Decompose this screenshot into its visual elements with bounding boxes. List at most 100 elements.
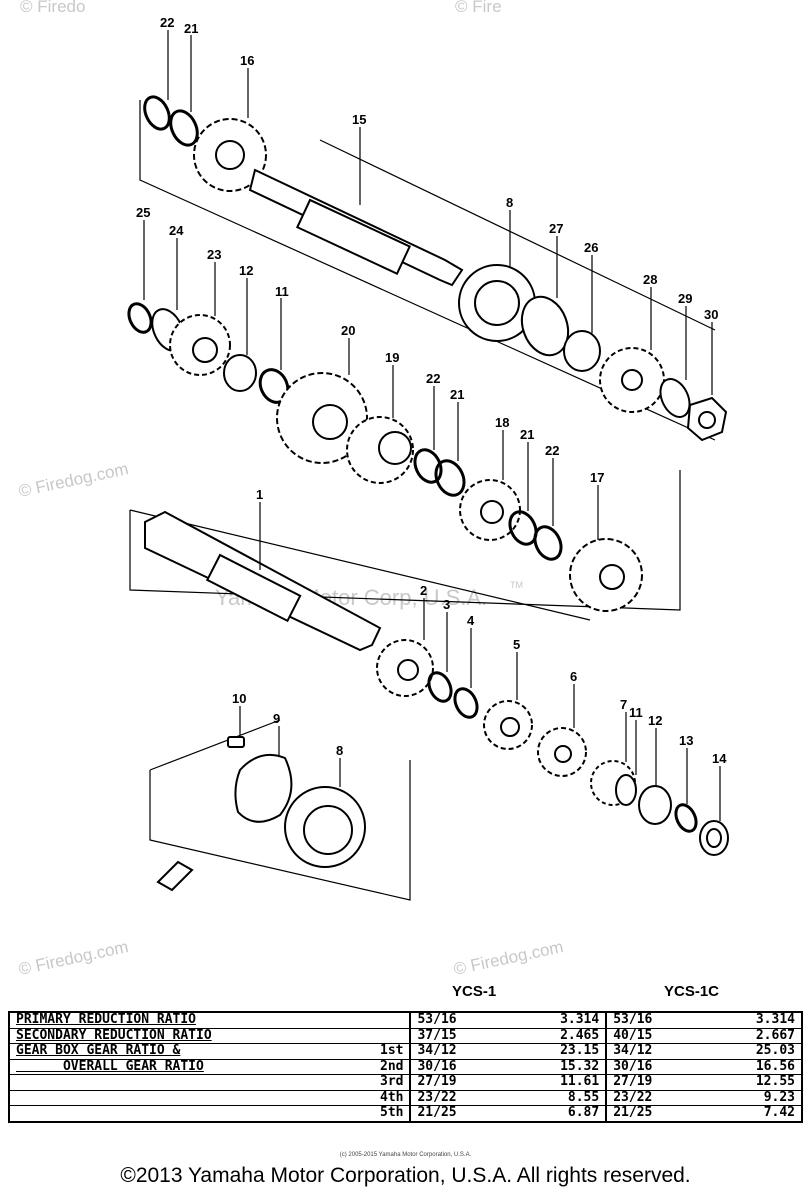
ycs1-fraction: 53/16 bbox=[409, 1011, 503, 1028]
callout-23: 23 bbox=[207, 247, 221, 262]
ycs1c-value: 16.56 bbox=[698, 1058, 802, 1075]
row-label bbox=[9, 1074, 346, 1090]
callout-27: 27 bbox=[549, 221, 563, 236]
group-frame-lines bbox=[129, 100, 716, 901]
callout-17: 17 bbox=[590, 470, 604, 485]
callout-leaders bbox=[143, 30, 721, 821]
watermark-firedog-top-left: © Firedo bbox=[20, 0, 85, 16]
ycs1c-fraction: 21/25 bbox=[605, 1105, 699, 1122]
row-label: OVERALL GEAR RATIO bbox=[9, 1058, 346, 1075]
callout-13: 13 bbox=[679, 733, 693, 748]
callout-15: 15 bbox=[352, 112, 366, 127]
main-axle-assembly bbox=[144, 510, 729, 856]
ycs1c-fraction: 40/15 bbox=[605, 1027, 699, 1044]
drive-axle-assembly bbox=[143, 95, 728, 442]
gear-label bbox=[345, 1027, 411, 1044]
model-ycs-1c: YCS-1C bbox=[664, 983, 720, 1000]
ycs1c-value: 9.23 bbox=[698, 1089, 802, 1106]
ycs1-fraction: 27/19 bbox=[409, 1074, 503, 1090]
callout-11: 11 bbox=[275, 284, 289, 299]
callout-10: 10 bbox=[232, 691, 246, 706]
callout-8: 8 bbox=[506, 195, 513, 210]
callout-19: 19 bbox=[385, 350, 399, 365]
watermark-firedog-left: © Firedog.com bbox=[17, 459, 130, 501]
callout-30: 30 bbox=[704, 307, 718, 322]
ycs1c-value: 12.55 bbox=[698, 1074, 802, 1090]
callout-22c: 22 bbox=[545, 443, 559, 458]
copyright-notice: ©2013 Yamaha Motor Corporation, U.S.A. A… bbox=[120, 1164, 691, 1187]
ycs1c-fraction: 23/22 bbox=[605, 1089, 699, 1106]
ycs1-value: 8.55 bbox=[502, 1089, 607, 1106]
watermark-firedog-bottom-right: © Firedog.com bbox=[452, 937, 565, 979]
callout-11b: 11 bbox=[629, 705, 643, 720]
ycs1-value: 11.61 bbox=[502, 1074, 607, 1090]
gear-label bbox=[345, 1011, 411, 1028]
ycs1-value: 23.15 bbox=[502, 1043, 607, 1059]
ycs1c-value: 3.314 bbox=[698, 1011, 802, 1028]
callout-16: 16 bbox=[240, 53, 254, 68]
callout-8b: 8 bbox=[336, 743, 343, 758]
callout-21b: 21 bbox=[450, 387, 464, 402]
ycs1-value: 15.32 bbox=[502, 1058, 607, 1075]
ycs1-fraction: 21/25 bbox=[409, 1105, 503, 1122]
callout-24: 24 bbox=[169, 223, 184, 238]
callout-numbers: 22 21 16 15 8 27 26 28 29 30 25 24 23 12… bbox=[136, 15, 727, 766]
gear-label: 2nd bbox=[345, 1058, 411, 1075]
callout-22b: 22 bbox=[426, 371, 440, 386]
callout-21c: 21 bbox=[520, 427, 534, 442]
callout-1: 1 bbox=[256, 487, 263, 502]
gear-label: 1st bbox=[345, 1043, 411, 1059]
gear-label: 5th bbox=[345, 1105, 411, 1122]
row-label: PRIMARY REDUCTION RATIO bbox=[9, 1011, 346, 1028]
callout-22: 22 bbox=[160, 15, 174, 30]
callout-5: 5 bbox=[513, 637, 520, 652]
ycs1-fraction: 30/16 bbox=[409, 1058, 503, 1075]
callout-7: 7 bbox=[620, 697, 627, 712]
row-label bbox=[9, 1089, 346, 1106]
middle-gear-set bbox=[127, 302, 643, 612]
ycs1-value: 3.314 bbox=[502, 1011, 607, 1028]
callout-12b: 12 bbox=[648, 713, 662, 728]
callout-18: 18 bbox=[495, 415, 509, 430]
small-copyright: (c) 2005-2015 Yamaha Motor Corporation, … bbox=[339, 1152, 472, 1158]
callout-6: 6 bbox=[570, 669, 577, 684]
callout-28: 28 bbox=[643, 272, 657, 287]
callout-4: 4 bbox=[467, 613, 475, 628]
watermark-firedog-bottom-left: © Firedog.com bbox=[17, 937, 130, 979]
watermark-firedog-top-right: © Fire bbox=[455, 0, 502, 16]
ycs1c-value: 25.03 bbox=[698, 1043, 802, 1059]
ycs1-value: 2.465 bbox=[502, 1027, 607, 1044]
callout-9: 9 bbox=[273, 711, 280, 726]
model-labels: YCS-1 YCS-1C bbox=[0, 983, 811, 1003]
model-ycs-1: YCS-1 bbox=[452, 983, 497, 1000]
ycs1c-fraction: 27/19 bbox=[605, 1074, 699, 1090]
row-label: SECONDARY REDUCTION RATIO bbox=[9, 1027, 346, 1044]
callout-20: 20 bbox=[341, 323, 355, 338]
row-label bbox=[9, 1105, 346, 1122]
ycs1-value: 6.87 bbox=[502, 1105, 607, 1122]
watermark-tm: TM bbox=[510, 580, 523, 590]
bearing-housing-group bbox=[156, 736, 366, 892]
callout-12: 12 bbox=[239, 263, 253, 278]
gear-label: 4th bbox=[345, 1089, 411, 1106]
callout-14: 14 bbox=[712, 751, 727, 766]
ycs1-fraction: 37/15 bbox=[409, 1027, 503, 1044]
ycs1c-fraction: 34/12 bbox=[605, 1043, 699, 1059]
ycs1c-fraction: 30/16 bbox=[605, 1058, 699, 1075]
ycs1-fraction: 23/22 bbox=[409, 1089, 503, 1106]
callout-29: 29 bbox=[678, 291, 692, 306]
callout-26: 26 bbox=[584, 240, 598, 255]
exploded-parts-diagram: © Firedog.com © Firedog.com © Firedog.co… bbox=[17, 0, 729, 979]
callout-2: 2 bbox=[420, 583, 427, 598]
ycs1c-value: 2.667 bbox=[698, 1027, 802, 1044]
ycs1c-value: 7.42 bbox=[698, 1105, 802, 1122]
